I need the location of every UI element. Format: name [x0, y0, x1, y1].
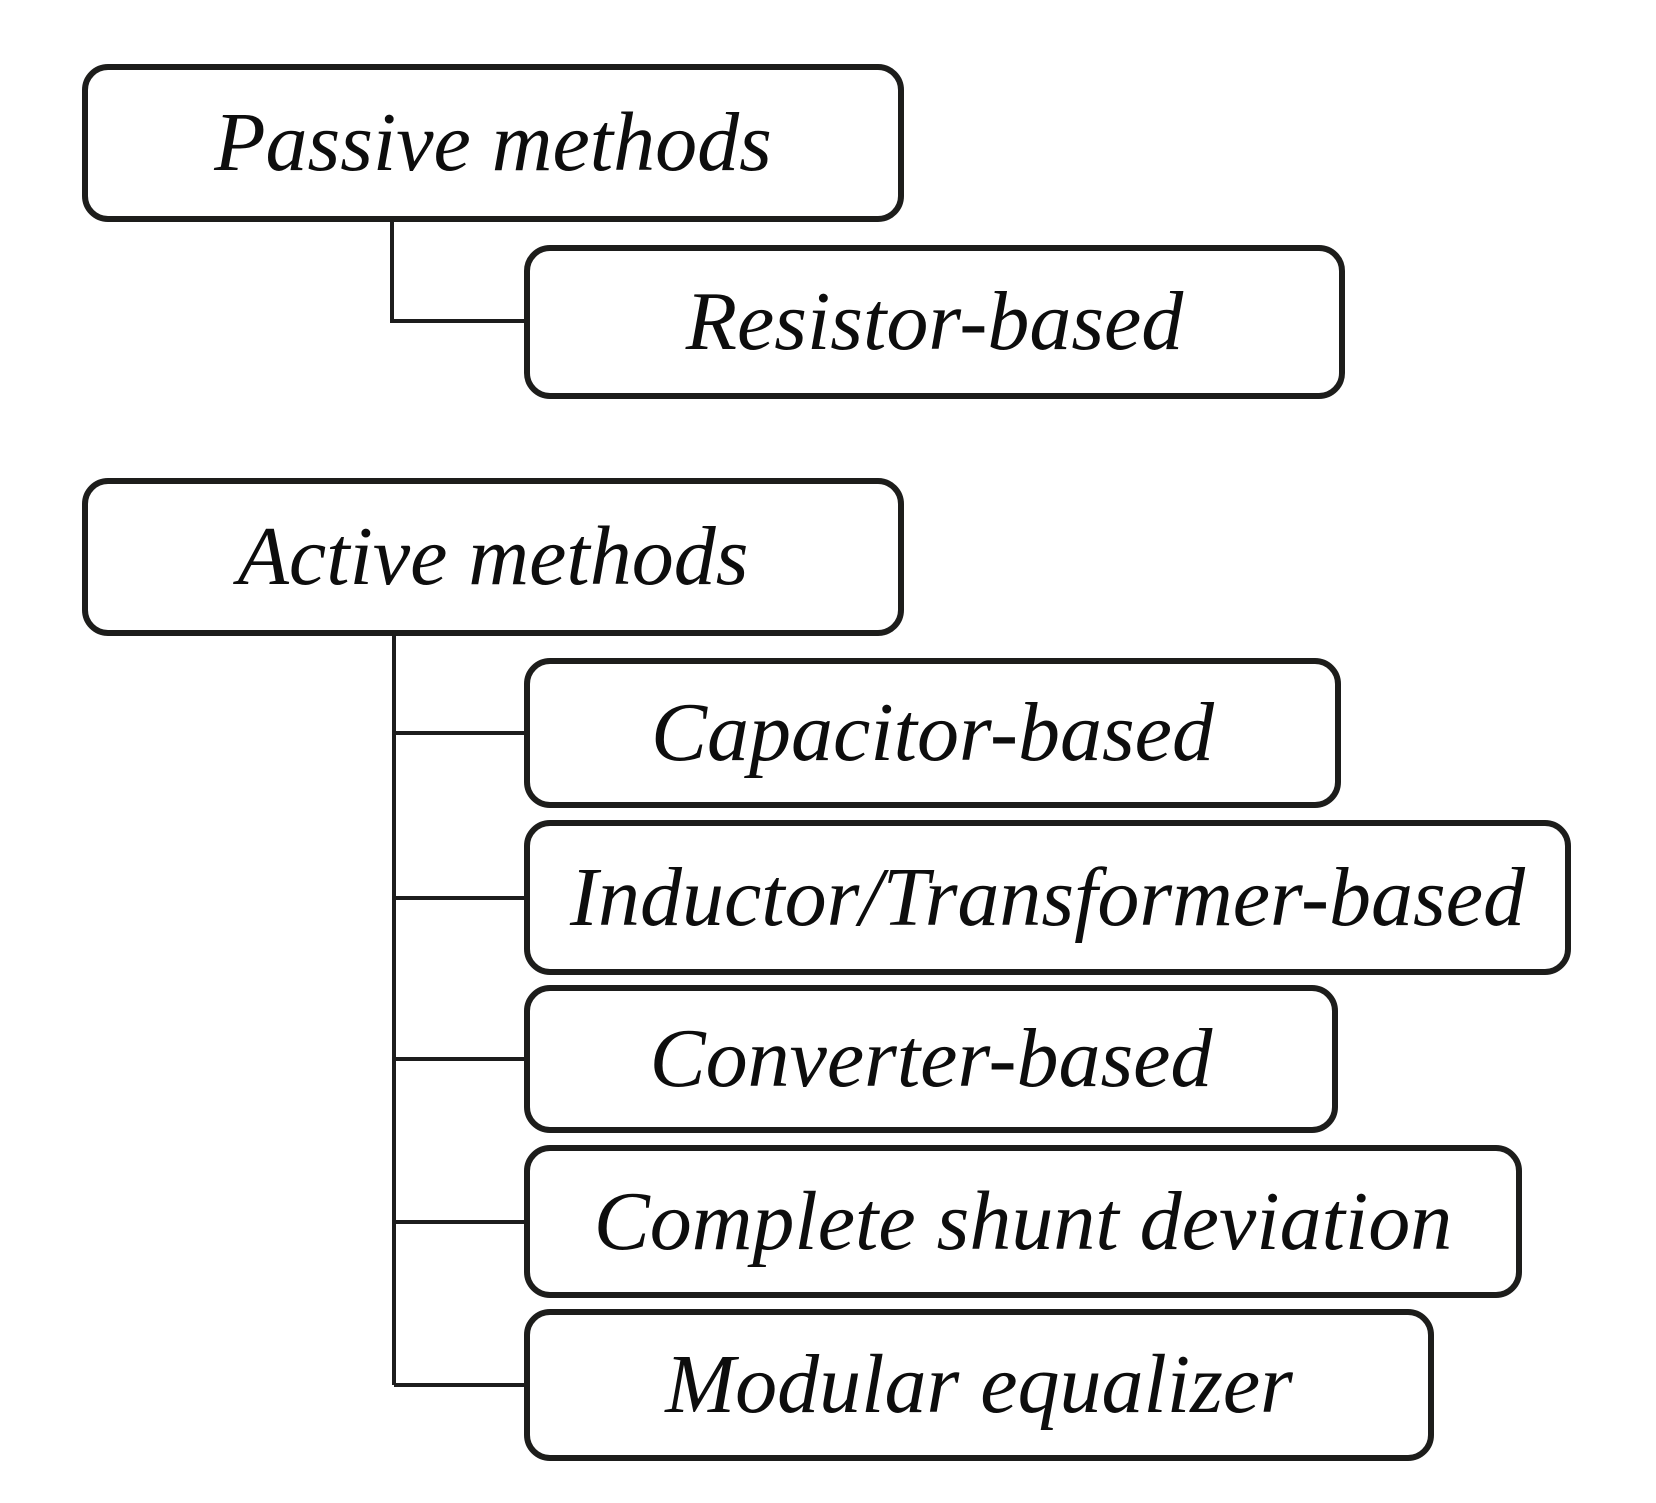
node-complete-shunt-deviation: Complete shunt deviation — [524, 1145, 1522, 1298]
node-label: Modular equalizer — [665, 1338, 1293, 1431]
node-label: Resistor-based — [685, 275, 1184, 368]
node-label: Active methods — [237, 510, 749, 603]
node-label: Capacitor-based — [651, 686, 1214, 779]
node-modular-equalizer: Modular equalizer — [524, 1309, 1434, 1461]
node-label: Converter-based — [649, 1012, 1213, 1105]
node-resistor-based: Resistor-based — [524, 245, 1345, 399]
node-passive-methods: Passive methods — [82, 64, 904, 222]
connector-passive-trunk — [390, 220, 524, 323]
node-label: Complete shunt deviation — [593, 1174, 1453, 1268]
node-inductor-transformer-based: Inductor/Transformer-based — [524, 820, 1571, 975]
node-label: Inductor/Transformer-based — [569, 850, 1525, 944]
node-converter-based: Converter-based — [524, 985, 1338, 1133]
node-active-methods: Active methods — [82, 478, 904, 636]
node-label: Passive methods — [214, 96, 772, 189]
node-capacitor-based: Capacitor-based — [524, 658, 1341, 808]
